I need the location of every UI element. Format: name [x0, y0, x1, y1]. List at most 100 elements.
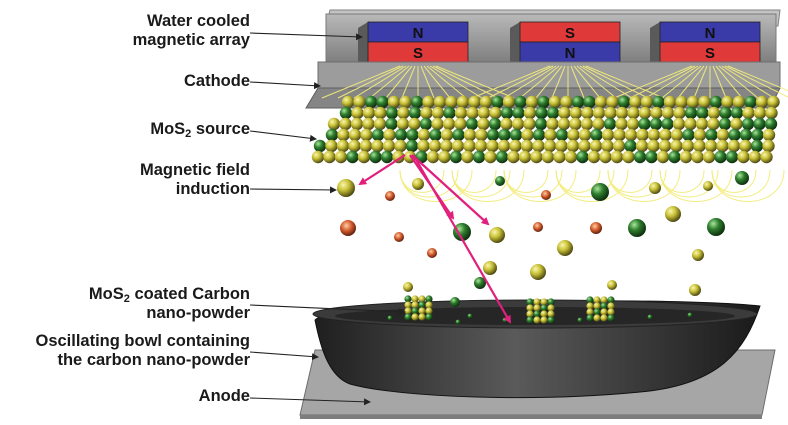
magnet-1: NS — [358, 21, 469, 66]
cluster-atom — [540, 298, 548, 306]
bowl-speck — [687, 312, 693, 318]
source-atom — [580, 117, 594, 131]
source-atom — [362, 117, 375, 131]
source-atom — [558, 106, 571, 120]
cluster-atom — [404, 313, 412, 321]
source-atom — [748, 150, 762, 164]
field-ray — [661, 65, 702, 99]
source-atom — [486, 139, 499, 153]
cathode-text: Cathode — [184, 72, 250, 90]
source-atom — [578, 128, 592, 142]
source-atom — [696, 106, 709, 120]
field-ray — [582, 65, 649, 99]
source-atom — [394, 139, 407, 153]
source-atom — [394, 128, 408, 142]
source-atom — [744, 95, 757, 109]
source-atom — [362, 106, 376, 120]
field-ray — [712, 65, 727, 99]
source-atom — [583, 95, 596, 109]
sputtered-particle — [483, 261, 497, 275]
source-atom — [725, 150, 739, 164]
source-atom — [546, 117, 559, 131]
field-ray — [503, 65, 557, 99]
source-atom — [581, 106, 594, 120]
coated-cluster — [404, 295, 433, 321]
source-atom — [426, 150, 440, 164]
magnet-3: NS — [650, 21, 761, 66]
sputtered-particle — [474, 277, 486, 289]
sputtered-particle — [412, 178, 424, 190]
field-ray — [401, 65, 416, 99]
field-loop — [711, 169, 785, 202]
field-loop — [503, 169, 563, 198]
source-atom — [311, 150, 325, 164]
cluster-atom — [411, 295, 419, 303]
sputtered-particle — [707, 218, 725, 236]
source-atom — [661, 106, 675, 120]
field-ray — [385, 65, 413, 99]
source-atom — [636, 128, 649, 142]
source-atom — [518, 150, 532, 164]
source-atom — [532, 128, 546, 142]
source-atom — [645, 150, 658, 164]
source-atom — [399, 95, 412, 109]
source-atom — [606, 95, 619, 109]
sputtered-particle — [607, 280, 617, 290]
source-atom — [472, 150, 486, 164]
cluster-atom — [547, 316, 555, 324]
field-loop — [607, 169, 667, 198]
cluster-atom — [533, 316, 541, 324]
source-atom — [511, 117, 525, 131]
source-atom — [357, 150, 371, 164]
source-atom — [438, 150, 451, 164]
source-atom — [397, 106, 410, 120]
source-atom — [684, 117, 697, 131]
source-atom — [451, 139, 465, 153]
source-atom — [380, 150, 394, 164]
source-atom — [739, 139, 752, 153]
source-atom — [707, 117, 720, 131]
source-atom — [610, 150, 624, 164]
source-atom — [613, 128, 626, 142]
field-loop — [607, 169, 681, 202]
cluster-atom — [533, 304, 541, 312]
magnet-array-line1: Water cooled — [147, 12, 250, 30]
source-atom — [491, 95, 504, 109]
sputtered-particle — [340, 220, 356, 236]
source-atom — [313, 139, 327, 153]
bowl-line2: the carbon nano-powder — [57, 351, 250, 369]
source-atom — [635, 139, 649, 153]
source-atom — [351, 106, 364, 120]
source-atom — [560, 95, 573, 109]
magnet-top-letter: N — [413, 25, 424, 42]
source-atom — [385, 106, 399, 120]
source-atom — [679, 150, 693, 164]
source-atom — [410, 95, 424, 109]
source-atom — [727, 139, 741, 153]
source-atom — [741, 117, 755, 131]
field-ray — [727, 65, 788, 92]
magnet-bevel — [510, 22, 520, 66]
source-atom — [429, 128, 442, 142]
source-atom — [762, 139, 775, 153]
field-ray — [579, 65, 633, 99]
source-atom — [475, 128, 488, 142]
field-ray — [519, 65, 560, 99]
source-atom — [603, 117, 617, 131]
source-atom — [693, 139, 706, 153]
source-atom — [419, 117, 433, 131]
source-atom — [373, 117, 387, 131]
source-atom — [760, 150, 773, 164]
source-atom — [633, 150, 647, 164]
source-atom — [695, 117, 709, 131]
source-atom — [755, 95, 769, 109]
source-atom — [500, 106, 514, 120]
source-atom — [670, 128, 684, 142]
cluster-atom — [586, 308, 594, 316]
cluster-atom — [418, 307, 426, 315]
source-atom — [693, 128, 707, 142]
source-atom — [523, 106, 537, 120]
field-ray — [369, 65, 410, 99]
